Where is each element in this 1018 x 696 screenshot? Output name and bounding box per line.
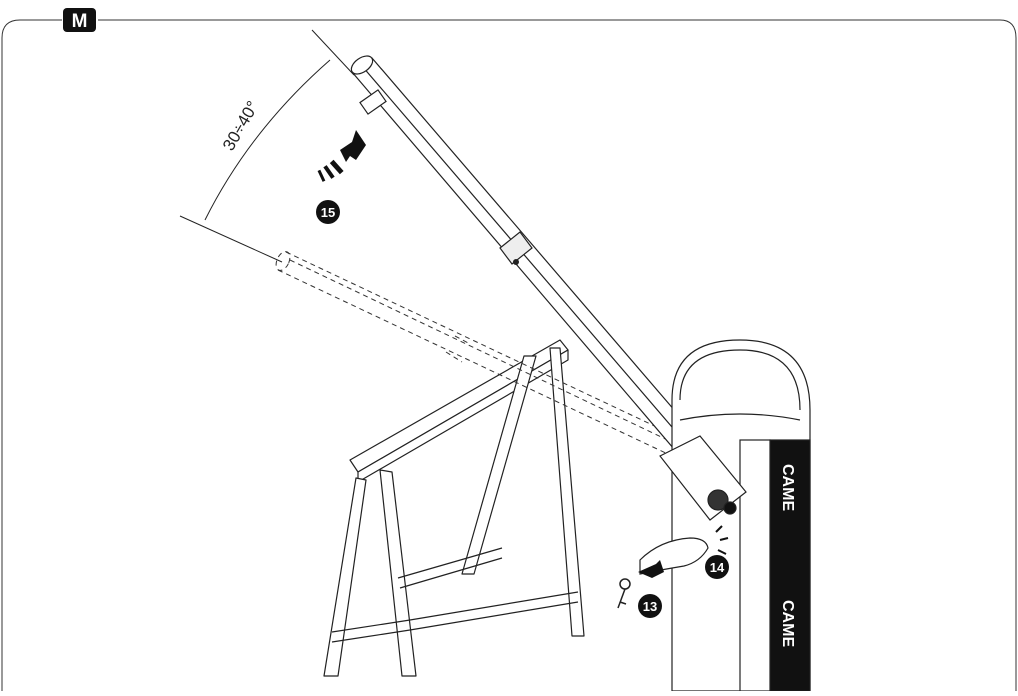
angle-label: 30÷40° bbox=[219, 98, 262, 154]
insert-arrow-icon bbox=[638, 560, 664, 578]
barrier-cabinet bbox=[671, 339, 811, 692]
key-icon bbox=[617, 578, 631, 609]
callout-13: 13 bbox=[638, 594, 662, 618]
sawhorse bbox=[323, 339, 585, 677]
key-rotation-marks bbox=[715, 525, 729, 555]
callout-14: 14 bbox=[705, 555, 729, 579]
figure-frame bbox=[1, 19, 1017, 691]
brand-text-upper: CAME bbox=[779, 464, 796, 511]
angle-indicator bbox=[179, 29, 355, 263]
callout-15: 15 bbox=[316, 200, 340, 224]
boom-mount bbox=[659, 435, 747, 521]
figure-label: M bbox=[72, 11, 88, 32]
svg-text:13: 13 bbox=[643, 599, 657, 614]
curved-arrow-icon bbox=[317, 130, 366, 182]
figure-label-badge: M bbox=[63, 8, 96, 32]
boom-raised bbox=[350, 55, 701, 457]
brand-text-lower: CAME bbox=[779, 600, 796, 647]
boom-lowered-position bbox=[275, 251, 681, 457]
svg-text:14: 14 bbox=[710, 560, 725, 575]
svg-text:15: 15 bbox=[321, 205, 335, 220]
